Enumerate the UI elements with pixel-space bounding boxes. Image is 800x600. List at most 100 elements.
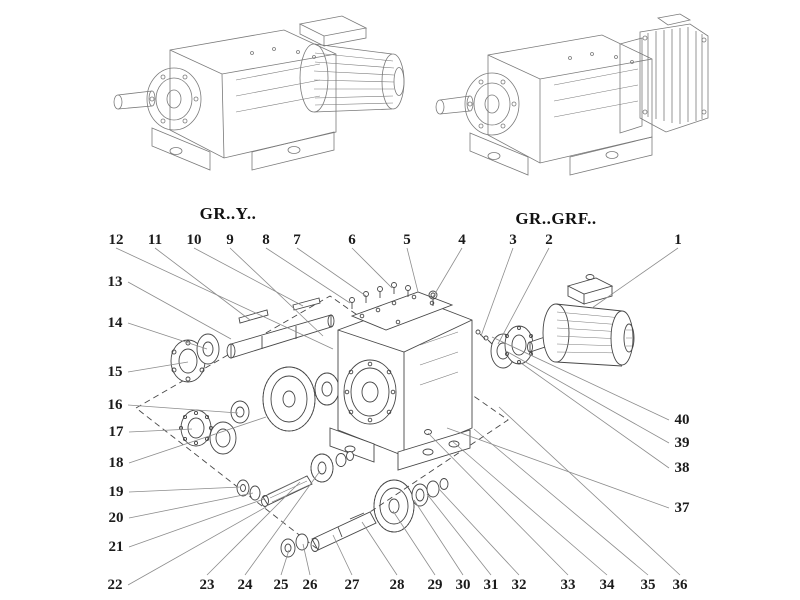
callout-37: 37 bbox=[675, 500, 691, 516]
callout-31: 31 bbox=[484, 577, 499, 593]
callout-35: 35 bbox=[641, 577, 656, 593]
leader-line-22 bbox=[127, 506, 267, 586]
leader-line-14 bbox=[127, 322, 208, 350]
leader-line-11 bbox=[154, 247, 251, 321]
gr-y-motor bbox=[299, 43, 405, 113]
callout-34: 34 bbox=[600, 577, 616, 593]
callout-9: 9 bbox=[226, 232, 234, 248]
leader-line-7 bbox=[296, 247, 367, 297]
callout-38: 38 bbox=[675, 460, 690, 476]
callout-8: 8 bbox=[262, 232, 270, 248]
gr-y-terminal-box bbox=[298, 15, 368, 47]
leader-line-20 bbox=[128, 492, 254, 519]
leader-line-5 bbox=[406, 247, 419, 293]
bearing-cover-ring bbox=[170, 339, 206, 383]
callout-15: 15 bbox=[108, 364, 123, 380]
leader-line-40 bbox=[491, 336, 670, 421]
timing-wheel bbox=[262, 366, 316, 432]
motor-terminal-box bbox=[566, 274, 614, 305]
callout-23: 23 bbox=[200, 577, 215, 593]
leader-line-10 bbox=[193, 247, 304, 307]
input-shaft bbox=[226, 297, 335, 359]
leader-line-33 bbox=[427, 432, 569, 576]
callout-22: 22 bbox=[108, 577, 123, 593]
leader-line-24 bbox=[244, 470, 321, 576]
callout-12: 12 bbox=[109, 232, 124, 248]
leader-line-3 bbox=[480, 247, 514, 337]
leader-line-29 bbox=[392, 510, 436, 576]
callout-2: 2 bbox=[545, 232, 553, 248]
callout-10: 10 bbox=[187, 232, 202, 248]
leader-line-19 bbox=[128, 486, 242, 493]
machine-gr-grf bbox=[435, 13, 709, 176]
callout-13: 13 bbox=[108, 274, 123, 290]
intermediate-pinion-shaft bbox=[261, 475, 313, 507]
callout-25: 25 bbox=[274, 577, 289, 593]
gear-output bbox=[373, 479, 415, 533]
callout-1: 1 bbox=[674, 232, 682, 248]
leader-line-36 bbox=[498, 406, 681, 576]
leader-line-23 bbox=[206, 481, 301, 576]
callout-36: 36 bbox=[673, 577, 689, 593]
callout-26: 26 bbox=[303, 577, 319, 593]
callout-4: 4 bbox=[458, 232, 466, 248]
callout-3: 3 bbox=[509, 232, 517, 248]
machine-gr-y bbox=[113, 15, 405, 171]
callout-6: 6 bbox=[348, 232, 356, 248]
drain-plug bbox=[424, 429, 432, 435]
callout-29: 29 bbox=[428, 577, 443, 593]
leader-line-9 bbox=[229, 247, 324, 337]
leader-line-31 bbox=[426, 493, 492, 576]
leader-line-2 bbox=[497, 247, 550, 345]
callout-30: 30 bbox=[456, 577, 471, 593]
callout-17: 17 bbox=[109, 424, 125, 440]
callout-20: 20 bbox=[109, 510, 124, 526]
motor bbox=[527, 274, 635, 367]
leader-line-16 bbox=[127, 404, 239, 414]
callout-11: 11 bbox=[148, 232, 162, 248]
housing-cover-plate bbox=[350, 291, 454, 331]
washers-mid bbox=[236, 479, 261, 501]
callout-32: 32 bbox=[512, 577, 527, 593]
gear-housing bbox=[329, 291, 473, 471]
leader-line-35 bbox=[473, 428, 649, 576]
adapter-flange bbox=[490, 325, 534, 369]
shaft-key-a bbox=[238, 309, 269, 324]
housing-foot-left bbox=[329, 427, 375, 463]
cover-bolts bbox=[349, 282, 438, 309]
leader-line-6 bbox=[351, 247, 393, 289]
housing-foot-right bbox=[397, 429, 471, 471]
leader-line-30 bbox=[413, 499, 464, 576]
leader-line-8 bbox=[265, 247, 351, 304]
callout-7: 7 bbox=[293, 232, 301, 248]
leader-line-32 bbox=[438, 488, 520, 576]
callout-5: 5 bbox=[403, 232, 411, 248]
callout-27: 27 bbox=[345, 577, 361, 593]
output-shaft bbox=[310, 511, 377, 552]
leader-line-27 bbox=[332, 534, 353, 576]
leader-line-26 bbox=[302, 543, 311, 576]
callout-16: 16 bbox=[108, 397, 124, 413]
leader-line-38 bbox=[520, 362, 670, 469]
spacer-bushing bbox=[230, 400, 250, 424]
leader-line-15 bbox=[127, 361, 189, 373]
leader-line-12 bbox=[115, 247, 334, 350]
leader-line-21 bbox=[128, 498, 265, 548]
callout-40: 40 bbox=[675, 412, 690, 428]
leader-line-37 bbox=[446, 427, 670, 509]
label-gr-grf: GR..GRF.. bbox=[515, 209, 596, 228]
leader-line-25 bbox=[280, 549, 290, 576]
gear-pinion bbox=[310, 451, 354, 483]
shaft-key-b bbox=[292, 297, 321, 311]
leader-line-13 bbox=[127, 281, 232, 340]
grf-compact-block bbox=[619, 13, 709, 134]
callout-18: 18 bbox=[109, 455, 124, 471]
seal-disc bbox=[196, 333, 220, 365]
callout-28: 28 bbox=[390, 577, 405, 593]
housing-bore bbox=[343, 359, 397, 425]
leader-line-4 bbox=[432, 247, 463, 298]
exploded-assembly bbox=[135, 274, 635, 558]
label-gr-y: GR..Y.. bbox=[200, 204, 257, 223]
